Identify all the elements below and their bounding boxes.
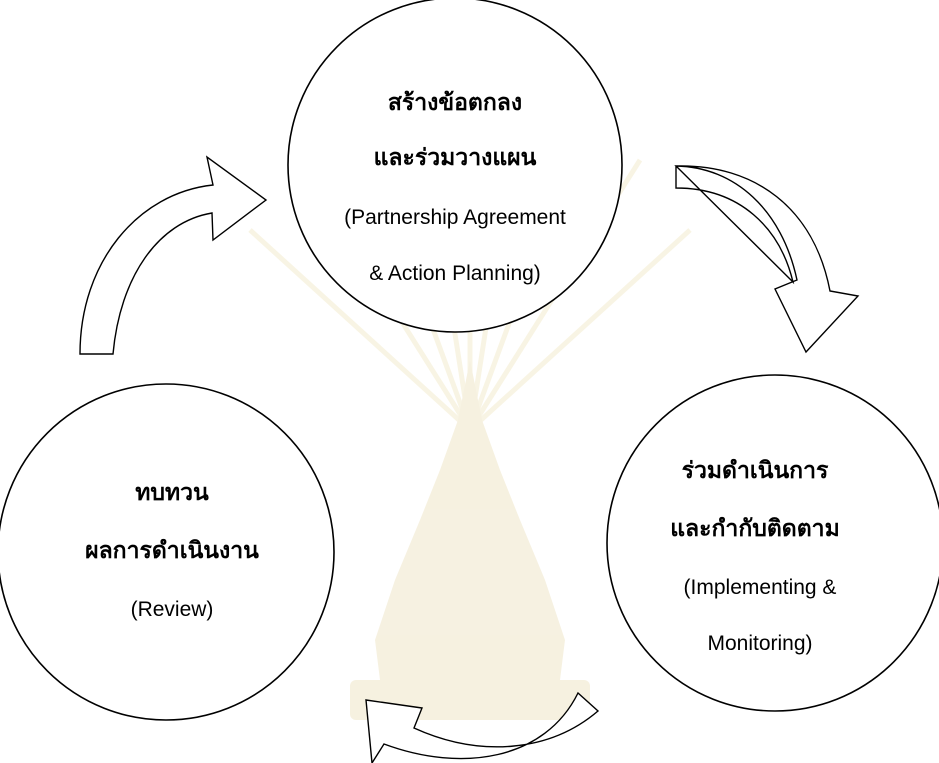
stage-right-circle [606, 374, 939, 712]
watermark-spire [375, 360, 565, 680]
arrow-top-to-right [674, 165, 860, 354]
stage-right-title-line-1: ร่วมดำเนินการ [682, 458, 829, 484]
stage-top-subtitle-line-1: (Partnership Agreement [344, 206, 566, 229]
arrow-right-to-left [365, 691, 600, 763]
arrow-left-to-top [79, 155, 268, 355]
stage-left-circle [0, 383, 335, 721]
stage-left-subtitle-line-1: (Review) [131, 598, 214, 621]
stage-left-title-line-1: ทบทวน [135, 480, 209, 506]
stage-right-subtitle-line-1: (Implementing & [684, 576, 837, 599]
stage-right: ร่วมดำเนินการ และกำกับติดตาม (Implementi… [606, 374, 939, 712]
stage-top-title-line-2: และร่วมวางแผน [374, 145, 537, 171]
stage-top-subtitle-line-2: & Action Planning) [369, 262, 541, 285]
stage-left: ทบทวน ผลการดำเนินงาน (Review) [0, 383, 335, 721]
stage-right-title-line-2: และกำกับติดตาม [670, 516, 840, 542]
stage-top-title-line-1: สร้างข้อตกลง [388, 90, 522, 116]
stage-top: สร้างข้อตกลง และร่วมวางแผน (Partnership … [287, 0, 623, 333]
stage-left-title-line-2: ผลการดำเนินงาน [85, 538, 259, 564]
stage-top-circle [287, 0, 623, 333]
stage-right-subtitle-line-2: Monitoring) [707, 632, 812, 655]
